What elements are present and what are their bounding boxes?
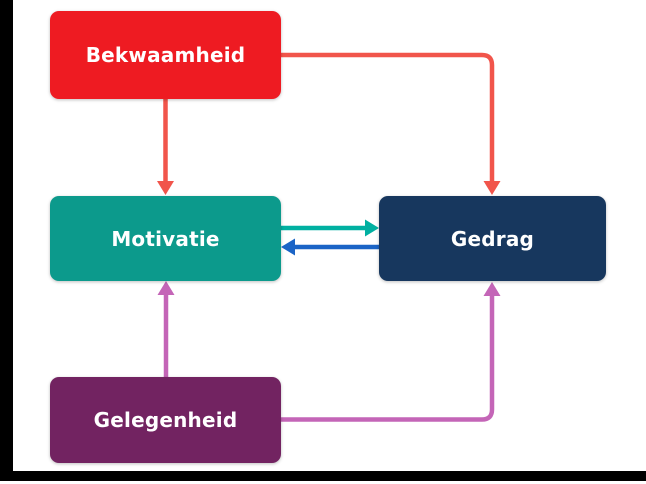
- edge-bekwaamheid-to-motivatie-arrowhead: [157, 181, 174, 195]
- node-gedrag: Gedrag: [379, 196, 606, 281]
- edge-gedrag-to-motivatie-arrowhead: [281, 238, 295, 256]
- node-motivatie: Motivatie: [50, 196, 281, 281]
- node-gelegenheid: Gelegenheid: [50, 377, 281, 463]
- node-bekwaamheid: Bekwaamheid: [50, 11, 281, 99]
- frame-bottom-bar: [0, 471, 646, 481]
- node-gedrag-label: Gedrag: [450, 226, 535, 251]
- frame-left-bar: [0, 0, 13, 481]
- edge-bekwaamheid-to-gedrag-arrowhead: [483, 181, 501, 195]
- edge-bekwaamheid-to-gedrag-line: [281, 52, 495, 181]
- edge-gelegenheid-to-motivatie-arrowhead: [157, 281, 175, 295]
- node-bekwaamheid-label: Bekwaamheid: [85, 43, 246, 67]
- edge-gelegenheid-to-gedrag-arrowhead: [483, 282, 501, 296]
- edge-motivatie-to-gedrag-arrowhead: [365, 219, 379, 237]
- edge-gelegenheid-to-gedrag-line: [281, 295, 495, 422]
- node-gelegenheid-label: Gelegenheid: [93, 408, 238, 432]
- node-motivatie-label: Motivatie: [111, 226, 220, 251]
